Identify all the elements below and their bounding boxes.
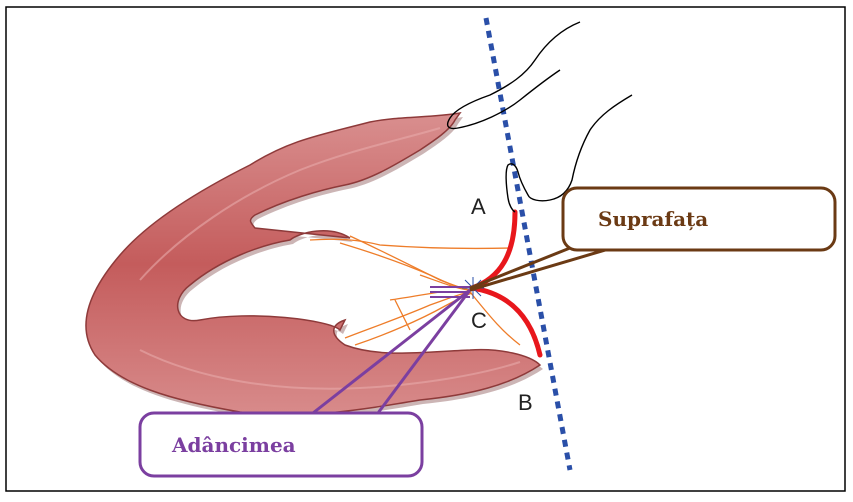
surface-callout-label: Suprafața [598, 207, 708, 231]
point-b-label: B [518, 390, 533, 415]
finger-upper [448, 22, 580, 129]
point-c-label: C [471, 308, 487, 333]
surface-pointer [470, 248, 612, 290]
depth-callout-label: Adâncimea [171, 433, 296, 457]
fingers [448, 22, 632, 212]
arc-upper [472, 212, 515, 288]
point-a-label: A [471, 194, 486, 219]
